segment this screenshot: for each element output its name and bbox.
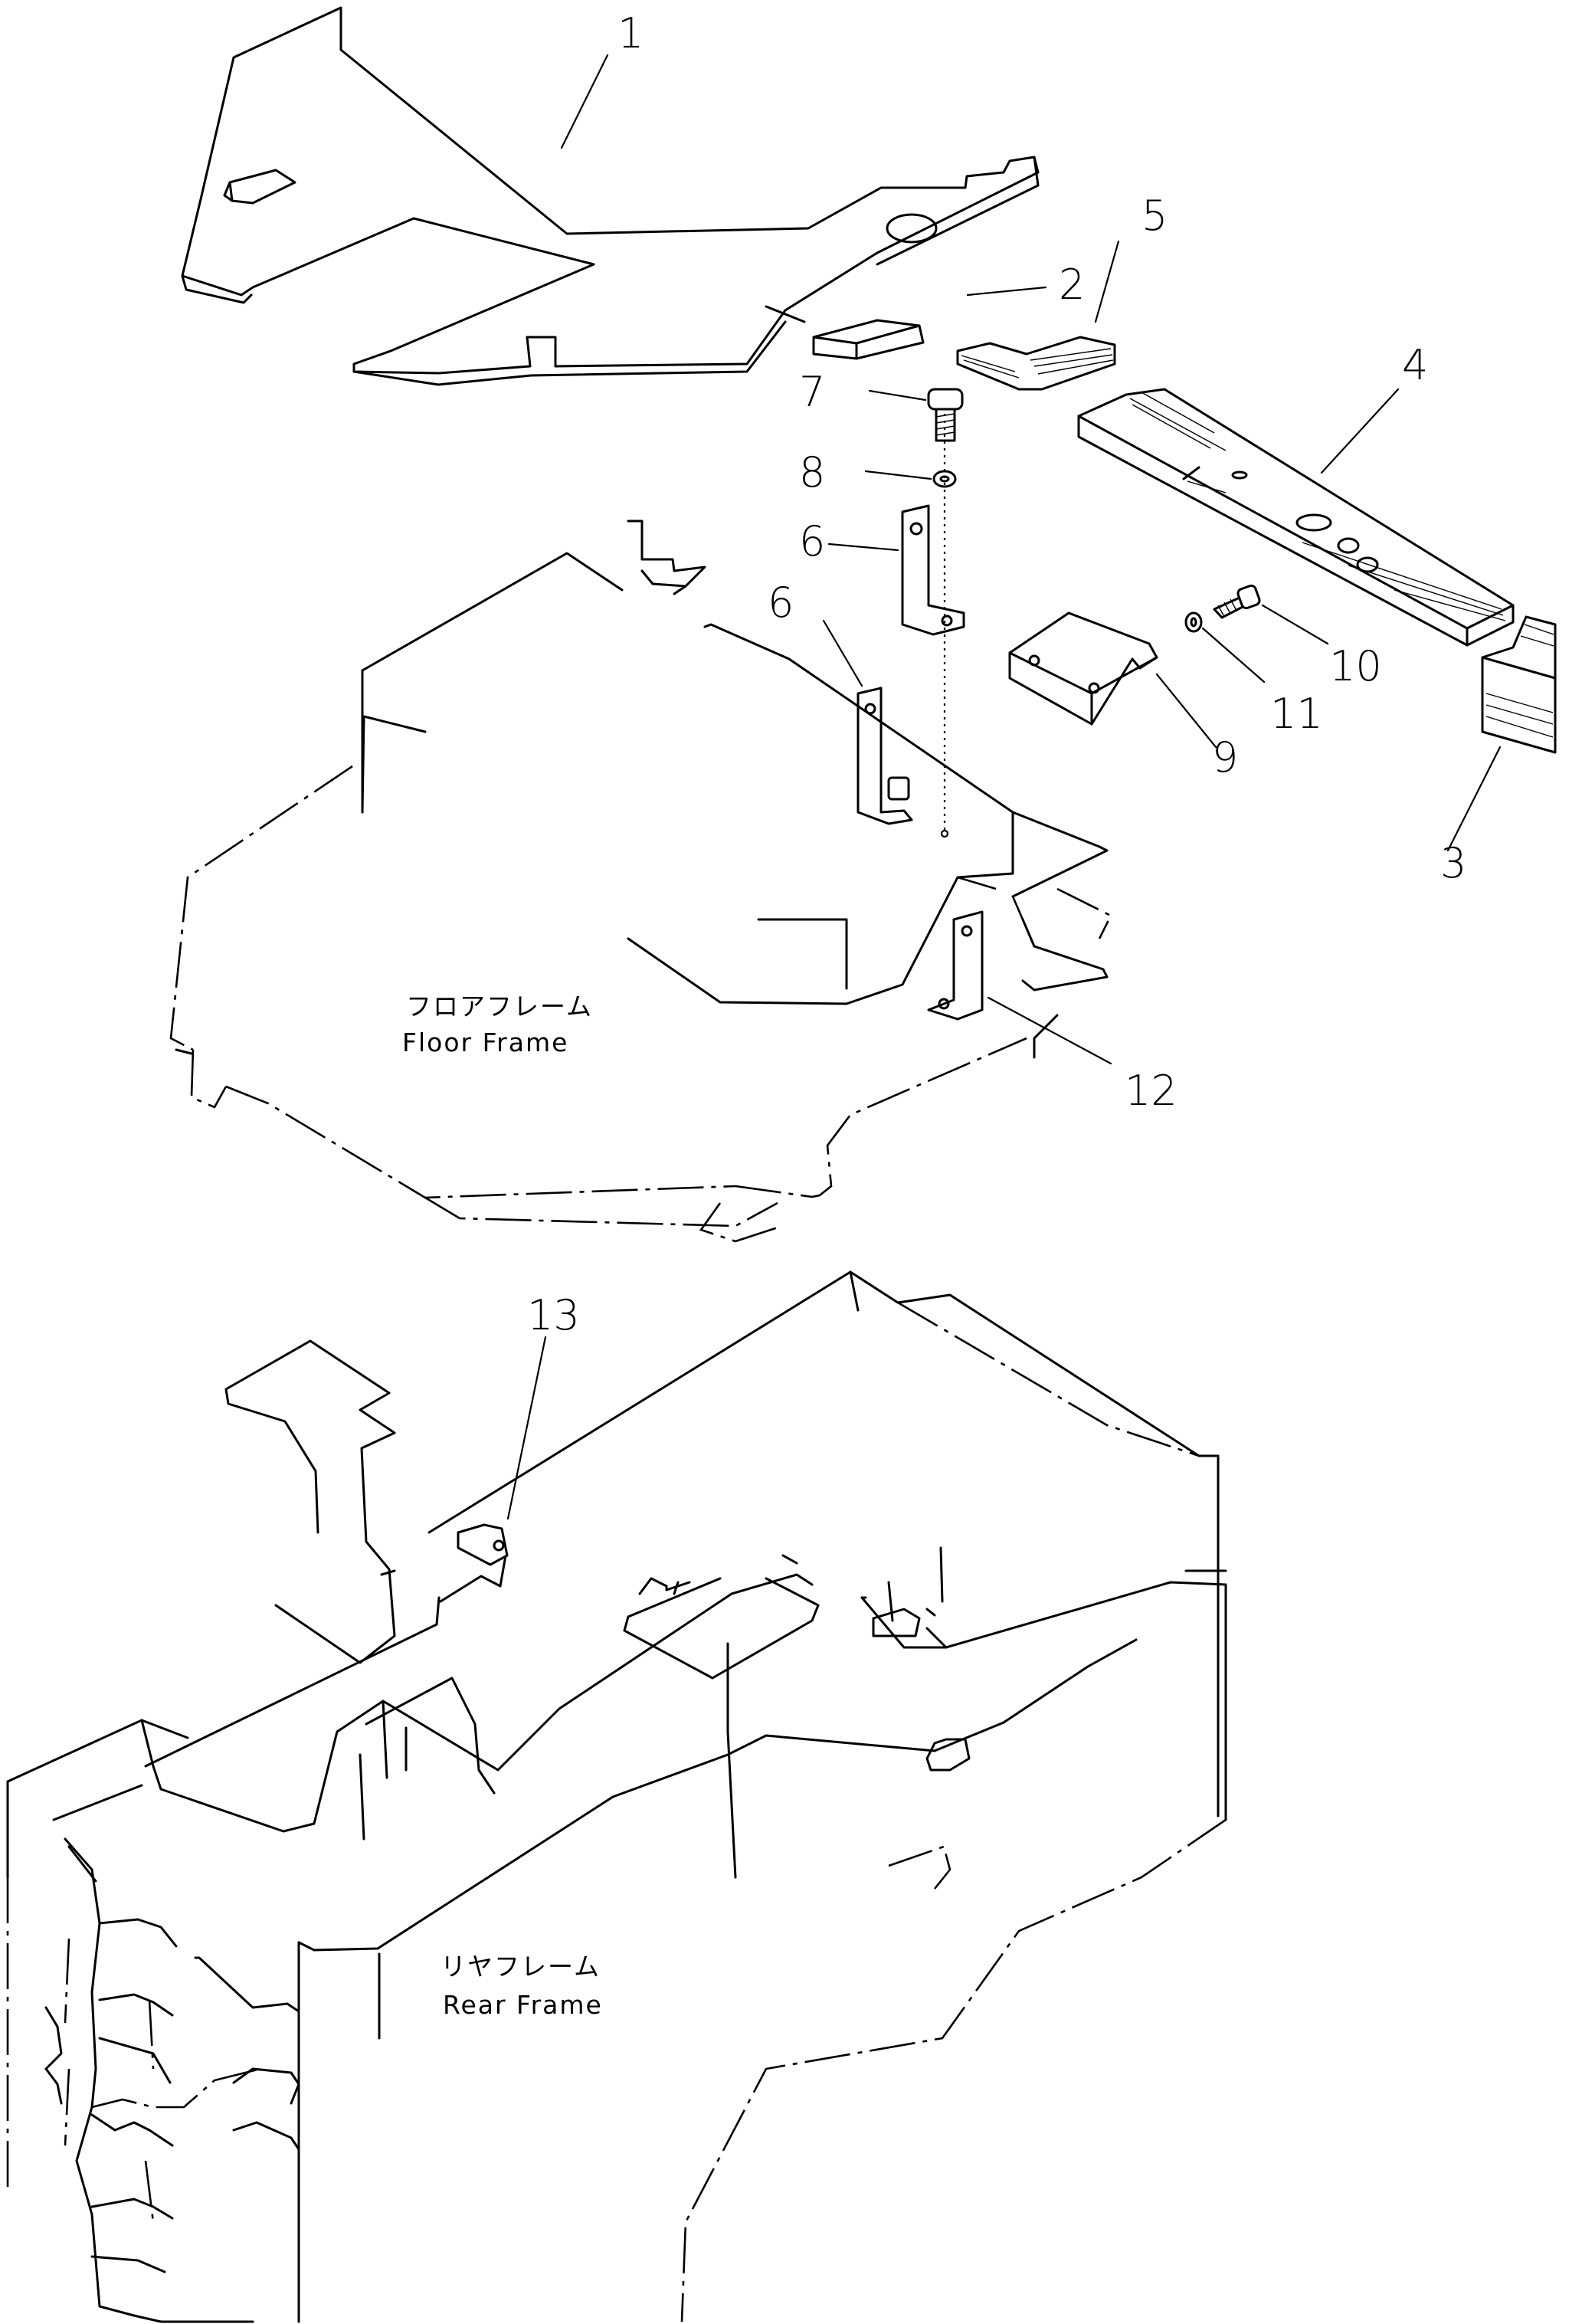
floor-frame-label-en: Floor Frame (402, 1028, 568, 1057)
part-1-floor-plate (181, 6, 1040, 386)
part-4-long-plate (1077, 388, 1515, 647)
part-11-lock-washer (1184, 611, 1203, 633)
callout-2: 2 (1059, 261, 1085, 309)
callout-9: 9 (1212, 733, 1238, 782)
rear-frame: リヤフレーム Rear Frame (6, 1270, 1227, 2323)
callout-6-upper: 6 (799, 517, 825, 565)
callout-11: 11 (1270, 690, 1323, 738)
callout-12: 12 (1125, 1067, 1177, 1115)
part-13-tab (457, 1523, 509, 1566)
floor-frame: フロアフレーム Floor Frame (169, 414, 1112, 1243)
part-6-bracket-lower (857, 687, 913, 825)
callout-5: 5 (1141, 192, 1168, 240)
callout-4: 4 (1402, 341, 1428, 389)
callout-8: 8 (799, 448, 825, 497)
rear-frame-label-en: Rear Frame (443, 1990, 603, 2020)
part-10-screw (1213, 584, 1261, 619)
part-6-bracket-upper (901, 504, 965, 636)
callout-10: 10 (1329, 642, 1382, 690)
part-5-l-pad (956, 336, 1116, 391)
floor-frame-label-jp: フロアフレーム (406, 992, 593, 1021)
part-12-bracket (927, 910, 984, 1021)
leader-lines (506, 54, 1502, 1520)
callout-6-lower: 6 (768, 579, 794, 627)
callout-13: 13 (527, 1291, 580, 1339)
callout-1: 1 (617, 9, 644, 57)
part-3-corner-cover (1481, 615, 1557, 754)
part-2-strip (812, 319, 925, 360)
rear-frame-label-jp: リヤフレーム (441, 1952, 601, 1981)
part-9-channel-bracket (1008, 611, 1158, 726)
callouts: 1 2 3 4 5 6 6 7 8 9 10 11 12 13 (527, 9, 1466, 1339)
part-7-bolt (927, 388, 964, 442)
callout-3: 3 (1440, 839, 1466, 887)
callout-7: 7 (799, 368, 825, 416)
